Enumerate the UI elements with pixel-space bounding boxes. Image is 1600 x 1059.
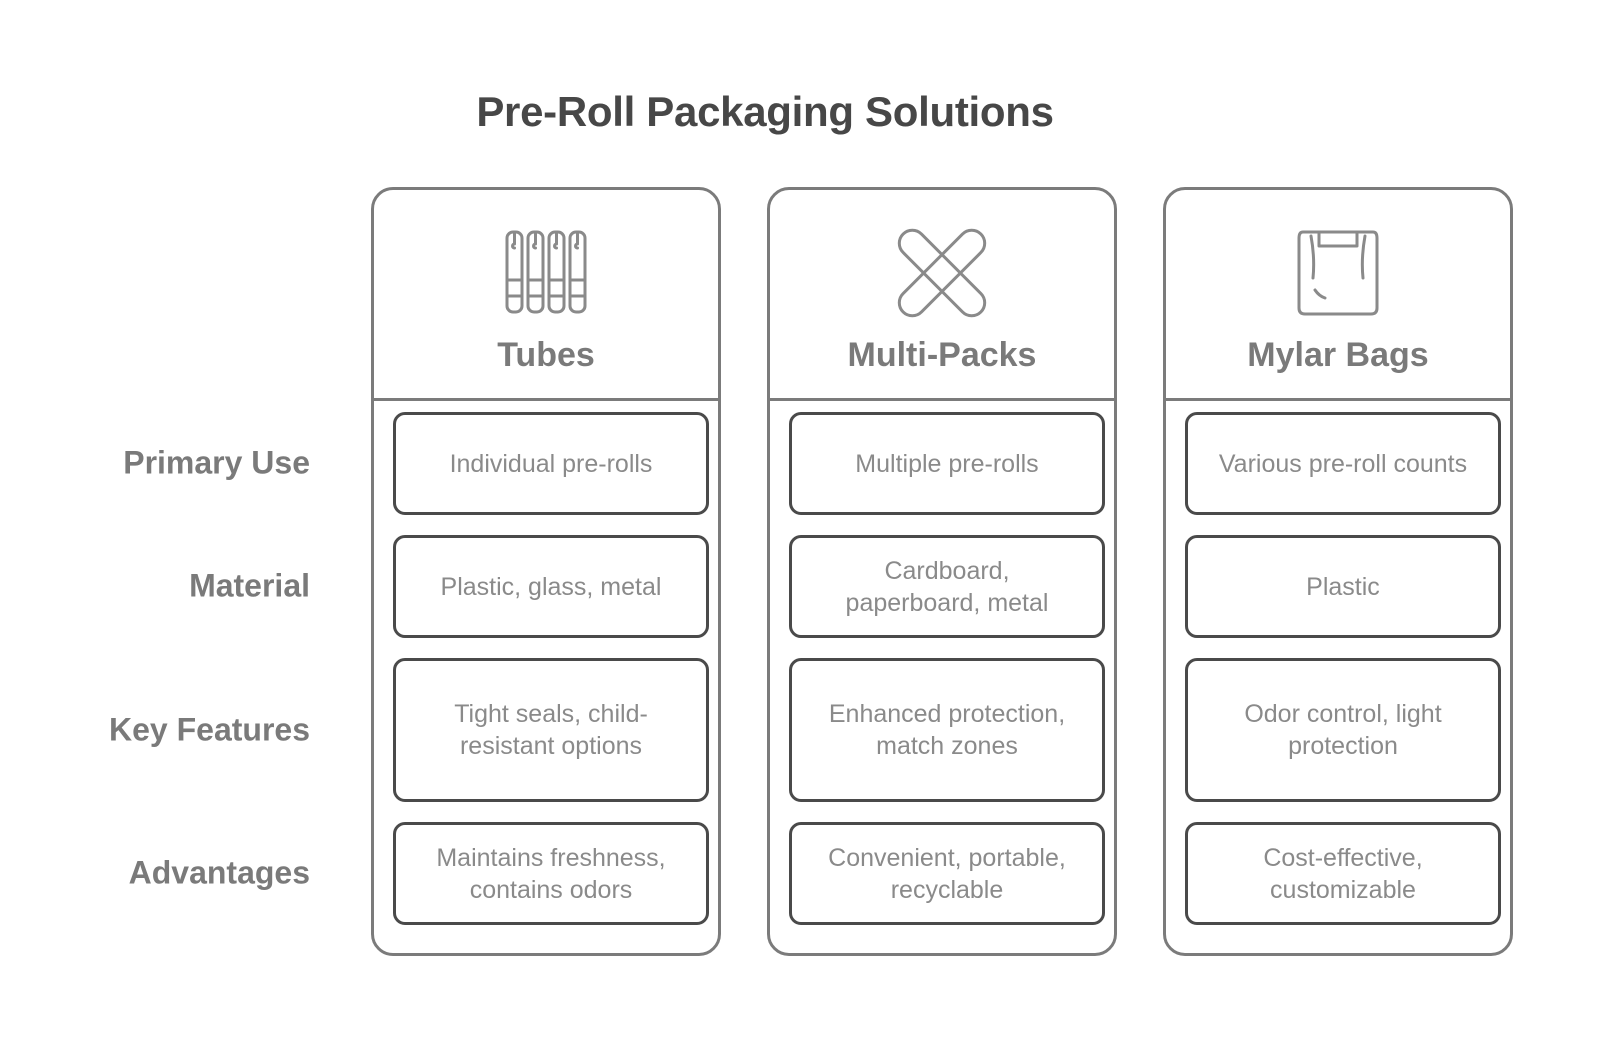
crossed-bandage-icon: [897, 228, 987, 318]
cell-advantages: Cost-effective, customizable: [1185, 822, 1501, 925]
column-tubes: Tubes Individual pre-rolls Plastic, glas…: [371, 187, 721, 956]
column-header: Multi-Packs: [770, 190, 1114, 401]
cell-material: Cardboard, paperboard, metal: [789, 535, 1105, 638]
column-header: Mylar Bags: [1166, 190, 1510, 401]
page-title: Pre-Roll Packaging Solutions: [476, 88, 1054, 135]
cell-key-features: Enhanced protection, match zones: [789, 658, 1105, 802]
bag-icon: [1293, 228, 1383, 318]
column-title: Multi-Packs: [847, 336, 1037, 374]
cell-key-features: Odor control, light protection: [1185, 658, 1501, 802]
column-title: Tubes: [497, 336, 595, 374]
row-label-material: Material: [189, 567, 310, 604]
cell-key-features: Tight seals, child-resistant options: [393, 658, 709, 802]
cell-primary-use: Individual pre-rolls: [393, 412, 709, 515]
cell-material: Plastic: [1185, 535, 1501, 638]
row-label-primary-use: Primary Use: [123, 444, 310, 481]
column-header: Tubes: [374, 190, 718, 401]
cell-advantages: Maintains freshness, contains odors: [393, 822, 709, 925]
test-tubes-icon: [501, 228, 591, 318]
row-label-advantages: Advantages: [128, 854, 310, 891]
cell-advantages: Convenient, portable, recyclable: [789, 822, 1105, 925]
row-label-key-features: Key Features: [109, 711, 310, 748]
column-mylar-bags: Mylar Bags Various pre-roll counts Plast…: [1163, 187, 1513, 956]
cell-primary-use: Multiple pre-rolls: [789, 412, 1105, 515]
column-title: Mylar Bags: [1247, 336, 1429, 374]
cell-primary-use: Various pre-roll counts: [1185, 412, 1501, 515]
cell-material: Plastic, glass, metal: [393, 535, 709, 638]
column-multi-packs: Multi-Packs Multiple pre-rolls Cardboard…: [767, 187, 1117, 956]
